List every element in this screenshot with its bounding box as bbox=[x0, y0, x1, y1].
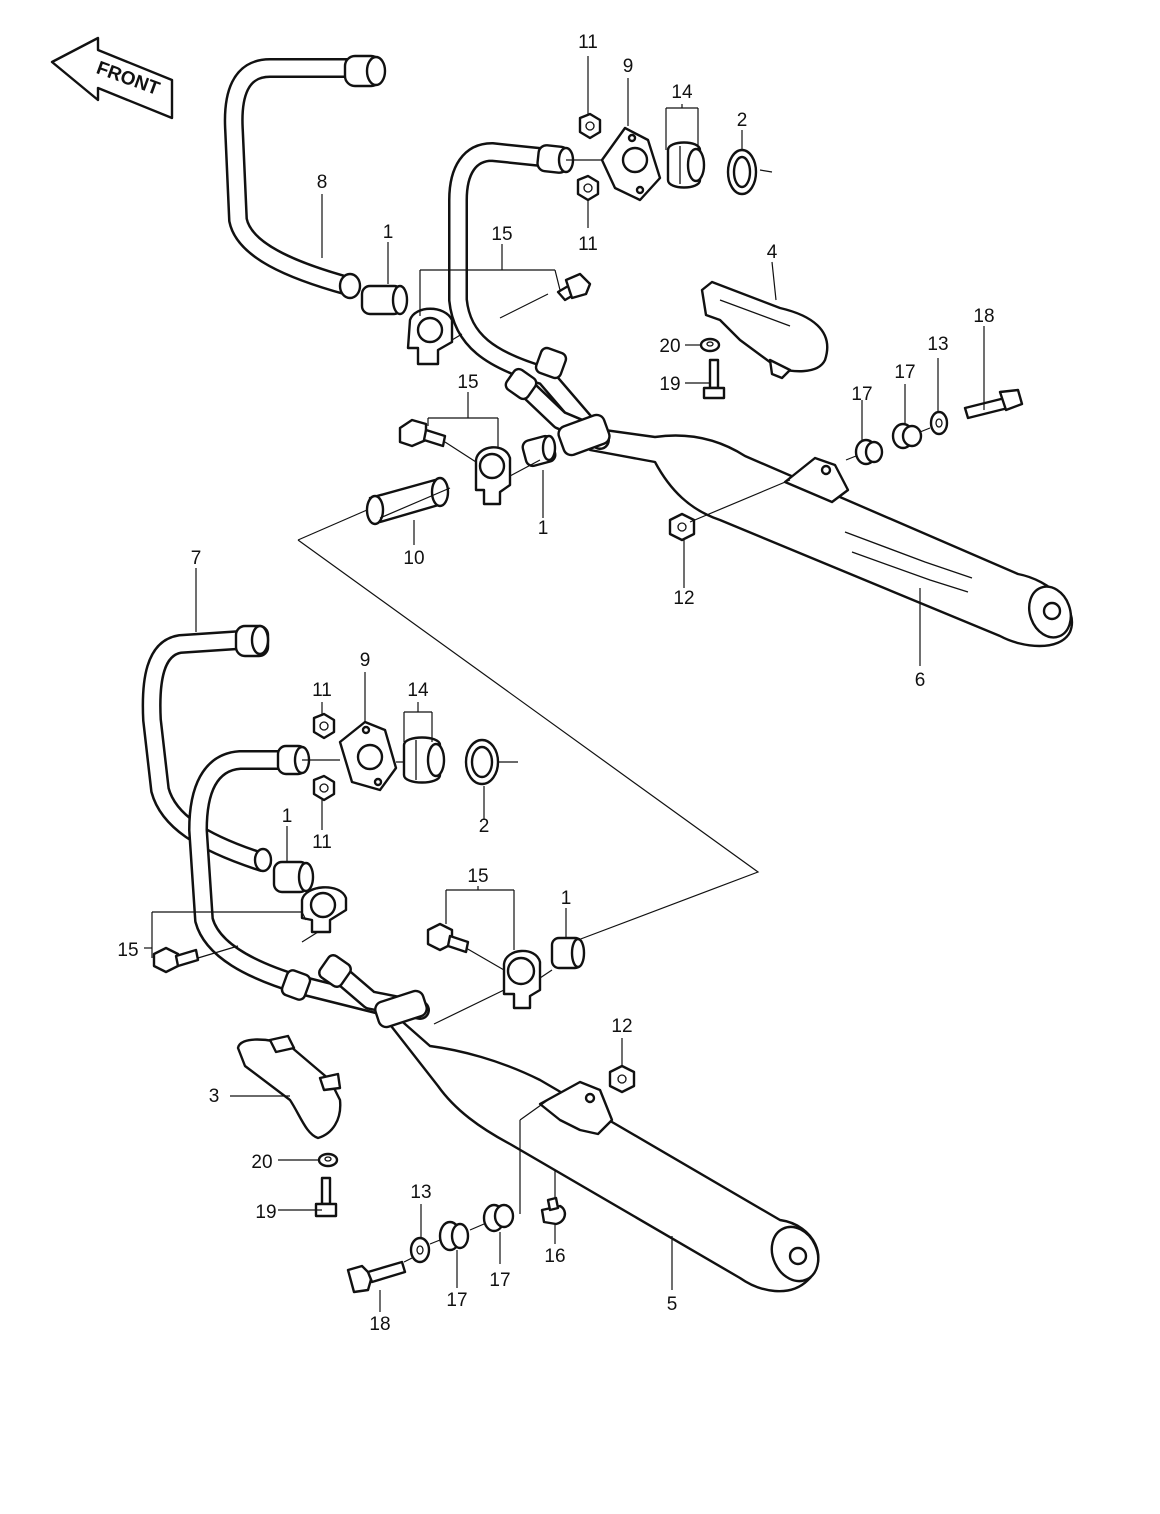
callout-numbers: 11 9 14 2 8 11 1 15 4 18 20 13 19 15 17 … bbox=[117, 32, 994, 1335]
nut-11-upper-b bbox=[576, 174, 600, 202]
callout-18: 18 bbox=[369, 1314, 390, 1335]
connector-1-lower-a bbox=[272, 860, 315, 894]
callout-1: 1 bbox=[282, 806, 293, 827]
callout-3: 3 bbox=[209, 1086, 220, 1107]
rubber-17-upper-b bbox=[891, 422, 923, 450]
collector-stub-upper bbox=[504, 367, 611, 457]
callout-11: 11 bbox=[312, 832, 332, 853]
callout-17: 17 bbox=[894, 362, 915, 383]
callout-7: 7 bbox=[191, 548, 202, 569]
callout-19: 19 bbox=[659, 374, 680, 395]
bolt-15-lower-a bbox=[152, 946, 200, 974]
callout-13: 13 bbox=[410, 1182, 431, 1203]
callout-18: 18 bbox=[973, 306, 994, 327]
washer-13-lower bbox=[409, 1236, 431, 1264]
callout-13: 13 bbox=[927, 334, 948, 355]
callout-14: 14 bbox=[671, 82, 693, 103]
washer-20-upper bbox=[699, 337, 721, 353]
callout-11: 11 bbox=[312, 680, 332, 701]
callout-8: 8 bbox=[317, 172, 328, 193]
callout-4: 4 bbox=[767, 242, 778, 263]
callout-14: 14 bbox=[407, 680, 429, 701]
split-collar-lower bbox=[402, 736, 446, 784]
callout-10: 10 bbox=[403, 548, 424, 569]
washer-13-upper bbox=[929, 410, 949, 436]
gasket-lower bbox=[464, 738, 500, 786]
connector-1-lower-b bbox=[550, 936, 586, 970]
exhaust-pipe-7 bbox=[141, 624, 273, 873]
callout-9: 9 bbox=[623, 56, 634, 77]
callout-11: 11 bbox=[578, 234, 598, 255]
heat-guard-3 bbox=[236, 1034, 342, 1140]
bolt-18-upper bbox=[963, 388, 1024, 420]
nut-12-lower bbox=[608, 1064, 636, 1094]
callout-12: 12 bbox=[673, 588, 694, 609]
bolt-15-upper-a bbox=[556, 272, 592, 302]
clamp-15-lower-a bbox=[300, 886, 348, 934]
front-arrow-icon: FRONT bbox=[50, 36, 174, 120]
callout-2: 2 bbox=[737, 110, 748, 131]
nut-11-upper-a bbox=[578, 112, 602, 140]
callout-16: 16 bbox=[544, 1246, 565, 1267]
screw-19-upper bbox=[702, 358, 726, 400]
bolt-15-lower-b bbox=[426, 922, 470, 954]
clamp-15-lower-b bbox=[502, 949, 542, 1010]
rubber-17-lower-a bbox=[438, 1220, 470, 1252]
nut-12-upper bbox=[668, 512, 696, 542]
split-collar-upper bbox=[666, 141, 706, 189]
exhaust-pipe-8 bbox=[223, 54, 387, 300]
screw-19-lower bbox=[314, 1176, 338, 1218]
callout-15: 15 bbox=[491, 224, 512, 245]
damper-16 bbox=[540, 1196, 567, 1226]
callout-15: 15 bbox=[467, 866, 488, 887]
connector-1-upper-a bbox=[360, 284, 409, 316]
callout-5: 5 bbox=[667, 1294, 678, 1315]
gasket-upper bbox=[726, 148, 758, 196]
callout-17: 17 bbox=[446, 1290, 467, 1311]
heat-guard-4 bbox=[700, 280, 829, 380]
leader-lines bbox=[144, 56, 985, 1312]
muffler-right bbox=[588, 426, 1074, 648]
callout-19: 19 bbox=[255, 1202, 276, 1223]
callout-12: 12 bbox=[611, 1016, 632, 1037]
callout-6: 6 bbox=[915, 670, 926, 691]
bolt-15-upper-b bbox=[398, 418, 447, 448]
washer-20-lower bbox=[317, 1152, 339, 1168]
flange-lower bbox=[338, 720, 398, 792]
nut-11-lower-a bbox=[312, 712, 336, 740]
callout-17: 17 bbox=[851, 384, 872, 405]
exhaust-pipe-lower-front bbox=[188, 744, 390, 1015]
callout-11: 11 bbox=[578, 32, 598, 53]
callout-1: 1 bbox=[383, 222, 394, 243]
rubber-17-upper-a bbox=[854, 438, 884, 466]
bolt-18-lower bbox=[346, 1260, 407, 1294]
collector-stub-lower bbox=[318, 954, 430, 1029]
nut-11-lower-b bbox=[312, 774, 336, 802]
callout-1: 1 bbox=[561, 888, 572, 909]
pipe-10 bbox=[365, 476, 450, 526]
callout-17: 17 bbox=[489, 1270, 510, 1291]
clamp-15-upper-a bbox=[406, 307, 454, 366]
callout-1: 1 bbox=[538, 518, 549, 539]
muffler-left bbox=[378, 1000, 820, 1293]
rubber-17-lower-b bbox=[482, 1203, 515, 1233]
callout-15: 15 bbox=[117, 940, 138, 961]
connector-1-upper-b bbox=[521, 434, 557, 468]
callout-15: 15 bbox=[457, 372, 478, 393]
callout-2: 2 bbox=[479, 816, 490, 837]
clamp-15-upper-b bbox=[474, 446, 512, 506]
callout-9: 9 bbox=[360, 650, 371, 671]
flange-upper bbox=[600, 126, 662, 202]
callout-20: 20 bbox=[659, 336, 680, 357]
callout-20: 20 bbox=[251, 1152, 272, 1173]
